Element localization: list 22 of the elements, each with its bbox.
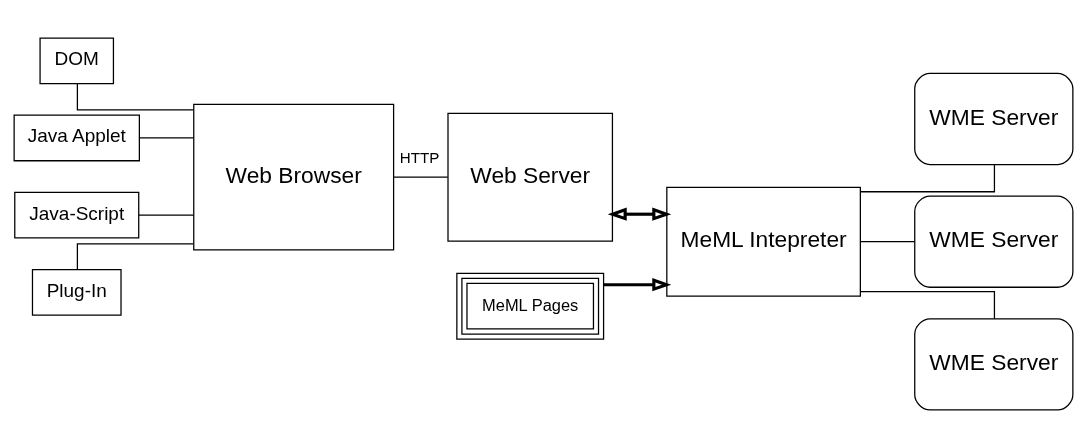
node-box: WME Server [914, 72, 1074, 166]
connector [138, 137, 195, 139]
connector [393, 176, 449, 178]
connector [859, 164, 996, 193]
connector [859, 241, 916, 243]
arrow [603, 278, 672, 292]
node-box: Java Applet [13, 114, 140, 162]
node-box: MeML Intepreter [666, 186, 861, 297]
connector [76, 83, 194, 111]
edge-label: HTTP [399, 148, 440, 166]
node-box: WME Server [914, 318, 1074, 411]
arrow [607, 207, 672, 221]
node-box: MeML Pages [456, 272, 605, 340]
node-box: DOM [39, 37, 115, 85]
node-box: Web Browser [193, 103, 395, 251]
connector [76, 243, 194, 270]
node-box: Web Server [447, 112, 614, 242]
node-box: Plug-In [31, 268, 122, 316]
node-box: Java-Script [14, 191, 140, 239]
node-box: WME Server [914, 195, 1074, 288]
connector [138, 214, 195, 216]
connector [859, 291, 996, 320]
